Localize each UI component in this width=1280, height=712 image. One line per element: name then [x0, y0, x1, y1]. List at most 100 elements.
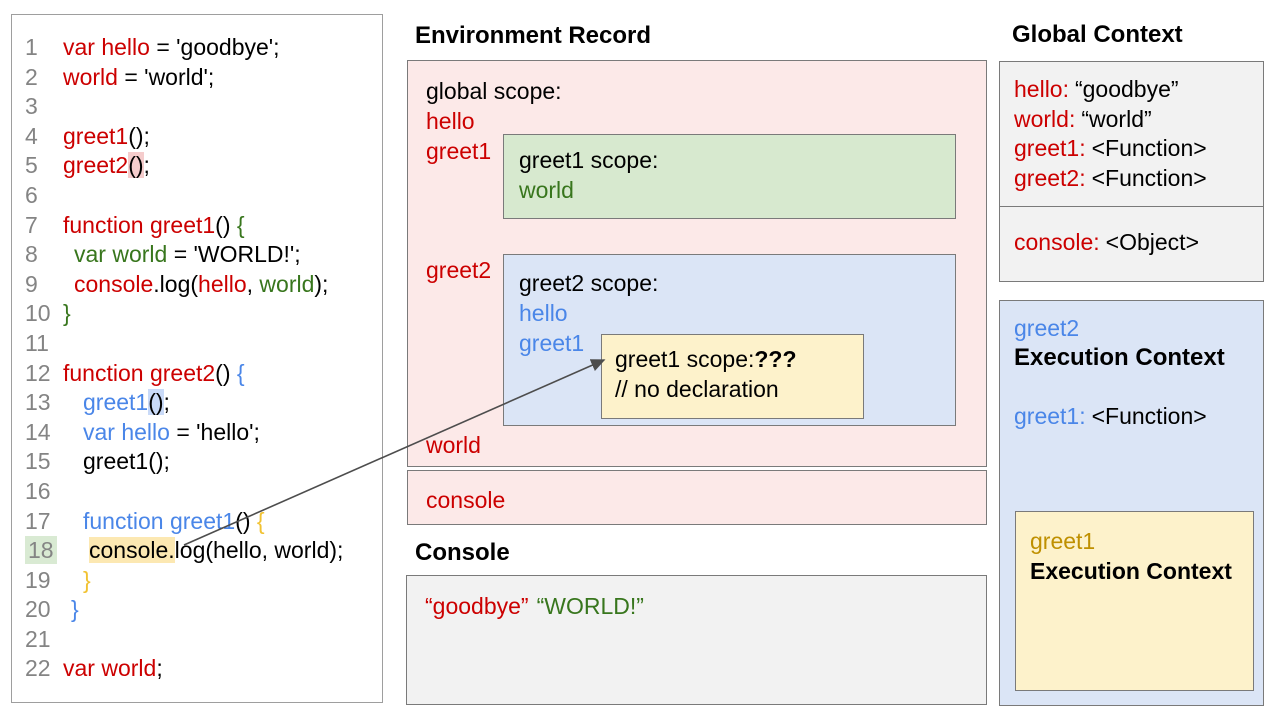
line-number: 1 — [25, 34, 38, 60]
code-text: greet1(); — [83, 448, 170, 475]
line-number: 12 — [25, 359, 51, 386]
greet1-context-heading: Execution Context — [1030, 558, 1232, 584]
greet2-scope-label: greet2 scope: — [519, 270, 659, 296]
greet1-scope-label: greet1 scope: — [519, 147, 659, 173]
code-text: world = 'world'; — [63, 63, 215, 90]
greet1-context-name: greet1 — [1030, 528, 1096, 554]
line-number: 3 — [25, 93, 38, 120]
row-value: <Function> — [1091, 164, 1207, 191]
global-context-row-world: world:“world” — [1014, 105, 1207, 135]
line-number: 16 — [25, 477, 51, 504]
console-output-world: “WORLD!” — [536, 593, 644, 619]
greet1-inner-unknown: ??? — [754, 346, 797, 372]
code-text: } — [71, 596, 79, 623]
greet1-inner-label: greet1 scope: — [615, 346, 755, 372]
global-context-row-greet1: greet1:<Function> — [1014, 134, 1207, 164]
greet2-execution-context-box: greet2 Execution Context greet1:<Functio… — [999, 300, 1264, 706]
environment-record-title: Environment Record — [415, 22, 652, 49]
code-line-13: 13 greet1(); — [25, 388, 380, 418]
code-text: var world; — [63, 655, 163, 682]
line-number: 21 — [25, 625, 51, 652]
line-number: 13 — [25, 389, 51, 416]
global-context-row-greet2: greet2:<Function> — [1014, 164, 1207, 194]
row-name: world: — [1014, 105, 1076, 132]
line-number: 14 — [25, 418, 51, 445]
code-text: function greet1() { — [63, 211, 245, 238]
line-number: 9 — [25, 270, 38, 297]
global-var-greet2: greet2 — [426, 257, 492, 283]
line-number: 2 — [25, 63, 38, 90]
code-line-3: 3 — [25, 92, 380, 122]
console-output-goodbye: “goodbye” — [425, 593, 529, 619]
global-context-box: hello:“goodbye” world:“world” greet1:<Fu… — [999, 61, 1264, 282]
greet2-context-heading: Execution Context — [1014, 344, 1225, 371]
code-line-18: 18 console.log(hello, world); — [25, 536, 380, 566]
code-line-7: 7 function greet1() { — [25, 211, 380, 241]
code-line-14: 14 var hello = 'hello'; — [25, 418, 380, 448]
code-text: } — [83, 566, 91, 593]
row-value: “world” — [1081, 105, 1152, 132]
line-number: 22 — [25, 655, 51, 682]
code-line-9: 9 console.log(hello, world); — [25, 270, 380, 300]
console-title: Console — [415, 539, 510, 566]
code-line-2: 2 world = 'world'; — [25, 63, 380, 93]
row-value: <Object> — [1105, 229, 1200, 255]
row-name: greet2: — [1014, 164, 1086, 191]
line-number: 20 — [25, 596, 51, 623]
row-name: hello: — [1014, 76, 1069, 102]
greet2-context-name: greet2 — [1014, 315, 1080, 341]
row-name: console: — [1014, 229, 1100, 255]
global-context-divider — [1000, 206, 1263, 207]
greet1-inner-label-row: greet1 scope:??? — [615, 344, 797, 374]
greet1-inner-text: greet1 scope:??? // no declaration — [615, 344, 797, 404]
row-value: “goodbye” — [1074, 76, 1179, 102]
code-line-15: 15 greet1(); — [25, 447, 380, 477]
global-var-hello: hello — [426, 108, 475, 134]
line-number: 18 — [25, 536, 63, 566]
greet2-scope-var-greet1: greet1 — [519, 330, 585, 356]
code-line-16: 16 — [25, 477, 380, 507]
line-number: 5 — [25, 152, 38, 179]
global-console-strip: console — [407, 470, 987, 525]
code-line-6: 6 — [25, 181, 380, 211]
global-var-world: world — [426, 432, 481, 458]
greet2-context-row-greet1: greet1:<Function> — [1014, 402, 1207, 432]
global-context-rows: hello:“goodbye” world:“world” greet1:<Fu… — [1014, 75, 1207, 193]
line-number: 15 — [25, 448, 51, 475]
greet2-scope-box: greet2 scope: hello greet1 greet1 scope:… — [503, 254, 956, 426]
greet1-scope-text: greet1 scope: world — [519, 145, 658, 205]
code-text: var hello = 'hello'; — [83, 418, 260, 445]
greet1-inner-scope-box: greet1 scope:??? // no declaration — [601, 334, 864, 419]
greet1-scope-box: greet1 scope: world — [503, 134, 956, 219]
code-text: greet1(); — [83, 389, 170, 416]
console-output: “goodbye” “WORLD!” — [425, 593, 644, 619]
line-number: 7 — [25, 211, 38, 238]
line-number: 6 — [25, 181, 38, 208]
code-text: } — [63, 300, 71, 327]
line-number: 11 — [25, 329, 49, 356]
row-value: <Function> — [1091, 403, 1207, 429]
global-scope-label: global scope: — [426, 78, 562, 104]
global-var-greet1: greet1 — [426, 138, 492, 164]
row-value: <Function> — [1091, 135, 1207, 161]
line-number: 10 — [25, 300, 51, 327]
code-text: console.log(hello, world); — [74, 270, 329, 297]
code-text: console.log(hello, world); — [89, 537, 344, 564]
code-line-5: 5 greet2(); — [25, 151, 380, 181]
greet2-scope-text: greet2 scope: hello greet1 — [519, 268, 658, 358]
code-text: greet2(); — [63, 152, 150, 179]
global-scope-box: global scope: hello greet1 greet2 world … — [407, 60, 987, 467]
code-line-19: 19} — [25, 566, 380, 596]
code-text: function greet1() { — [83, 507, 265, 534]
code-line-21: 21 — [25, 625, 380, 655]
code-line-22: 22 var world; — [25, 654, 380, 684]
code-text: function greet2() { — [63, 359, 245, 386]
row-name: greet1: — [1014, 403, 1086, 429]
global-var-console: console — [426, 487, 506, 513]
global-context-row-console: console:<Object> — [1014, 228, 1199, 258]
